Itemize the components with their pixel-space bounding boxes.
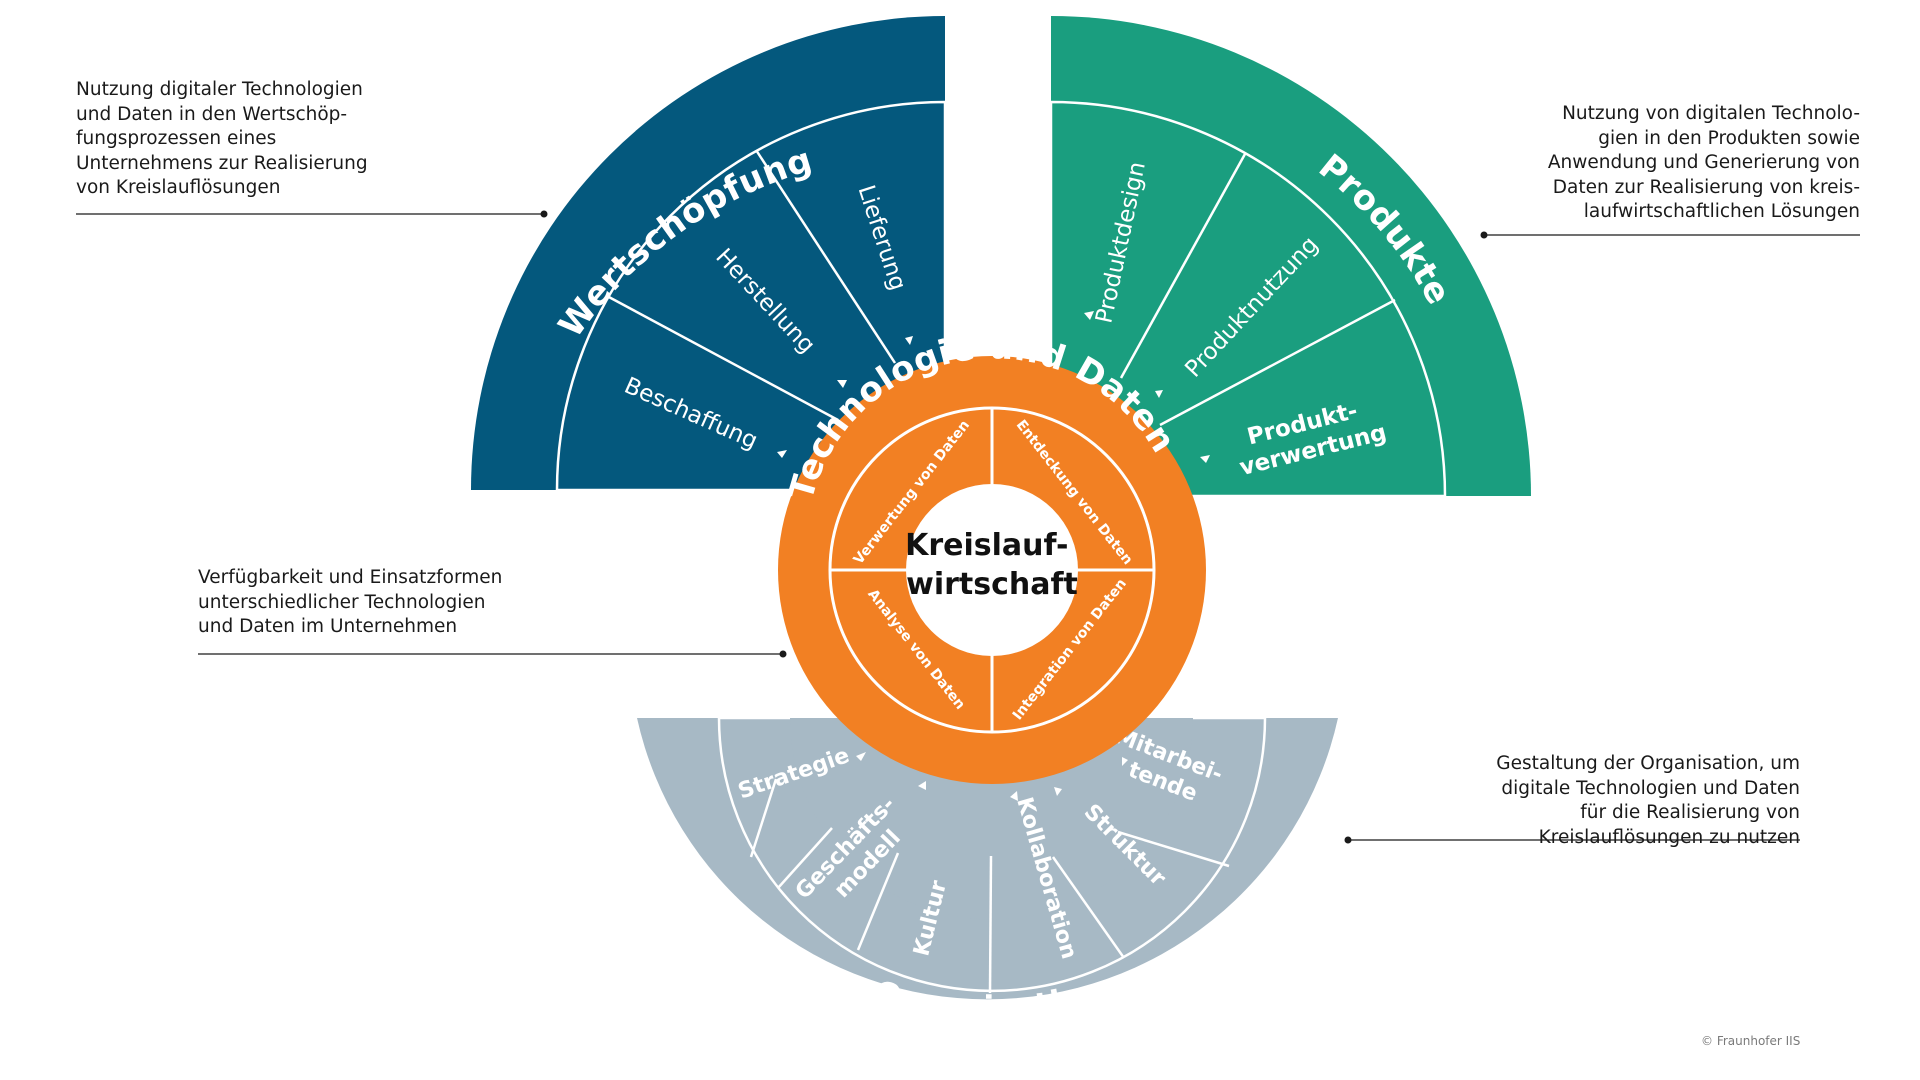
wertschoepfung-arrows bbox=[777, 336, 913, 458]
note-technologie: Verfügbarkeit und Einsatzformen untersch… bbox=[198, 566, 502, 640]
wertschoepfung-segment-area bbox=[555, 100, 947, 492]
center-title-line1: Kreislauf- bbox=[905, 528, 1068, 563]
note-organisation-line: Gestaltung der Organisation, um bbox=[1496, 753, 1800, 774]
technologie-section: Technologie und Daten Verwertung von Dat… bbox=[778, 327, 1206, 784]
note-technologie-line: unterschiedlicher Technologien bbox=[198, 591, 486, 613]
note-wertschoepfung-line: von Kreislauflösungen bbox=[76, 177, 281, 198]
produkte-section: Produkte Produktdesign Produktnutzung Pr… bbox=[1049, 16, 1531, 498]
technologie-dividers bbox=[830, 408, 1154, 732]
note-organisation-line: digitale Technologien und Daten bbox=[1501, 777, 1800, 799]
wertschoepfung-dividers bbox=[606, 149, 897, 422]
note-organisation-line: für die Realisierung von bbox=[1580, 802, 1800, 823]
leader-dot-wertschoepfung bbox=[540, 210, 548, 218]
center-circle bbox=[906, 484, 1078, 656]
produkte-arrows bbox=[1084, 311, 1210, 463]
note-technologie-line: und Daten im Unternehmen bbox=[198, 616, 458, 637]
note-organisation-line: Kreislauflösungen zu nutzen bbox=[1538, 826, 1800, 848]
leader-lines bbox=[76, 210, 1860, 844]
center-title-line2: wirtschaft bbox=[906, 567, 1078, 602]
note-organisation: Gestaltung der Organisation, um digitale… bbox=[1496, 752, 1800, 850]
produkte-segment-area bbox=[1049, 100, 1447, 498]
note-wertschoepfung-line: und Daten in den Wertschöp- bbox=[76, 103, 348, 125]
leader-dot-technologie bbox=[779, 650, 787, 658]
note-produkte-line: Daten zur Realisierung von kreis- bbox=[1552, 176, 1860, 198]
organisation-dividers bbox=[749, 778, 1230, 994]
organisation-arrows bbox=[856, 752, 1128, 801]
note-wertschoepfung-line: Unternehmens zur Realisierung bbox=[76, 152, 368, 174]
organisation-section: Organisation Strategie Geschäfts- modell… bbox=[637, 716, 1338, 1027]
leader-dot-produkte bbox=[1480, 231, 1488, 239]
note-produkte-line: laufwirtschaftlichen Lösungen bbox=[1583, 201, 1860, 222]
note-wertschoepfung: Nutzung digitaler Technologien und Daten… bbox=[76, 78, 368, 201]
note-produkte-line: Anwendung und Generierung von bbox=[1547, 152, 1860, 173]
note-produkte-line: Nutzung von digitalen Technolo- bbox=[1562, 103, 1860, 124]
center-title: Kreislauf- wirtschaft bbox=[905, 528, 1079, 602]
copyright-label: © Fraunhofer IIS bbox=[1701, 1034, 1801, 1048]
note-wertschoepfung-line: fungsprozessen eines bbox=[76, 128, 277, 149]
leader-dot-organisation bbox=[1344, 836, 1352, 844]
note-produkte: Nutzung von digitalen Technolo- gien in … bbox=[1548, 102, 1860, 225]
wertschoepfung-section: Wertschöpfung Beschaffung Herstellung Li… bbox=[471, 16, 947, 492]
produkte-dividers bbox=[1119, 153, 1396, 427]
note-wertschoepfung-line: Nutzung digitaler Technologien bbox=[76, 79, 363, 100]
note-technologie-line: Verfügbarkeit und Einsatzformen bbox=[198, 567, 503, 588]
note-produkte-line: gien in den Produkten sowie bbox=[1598, 127, 1860, 149]
